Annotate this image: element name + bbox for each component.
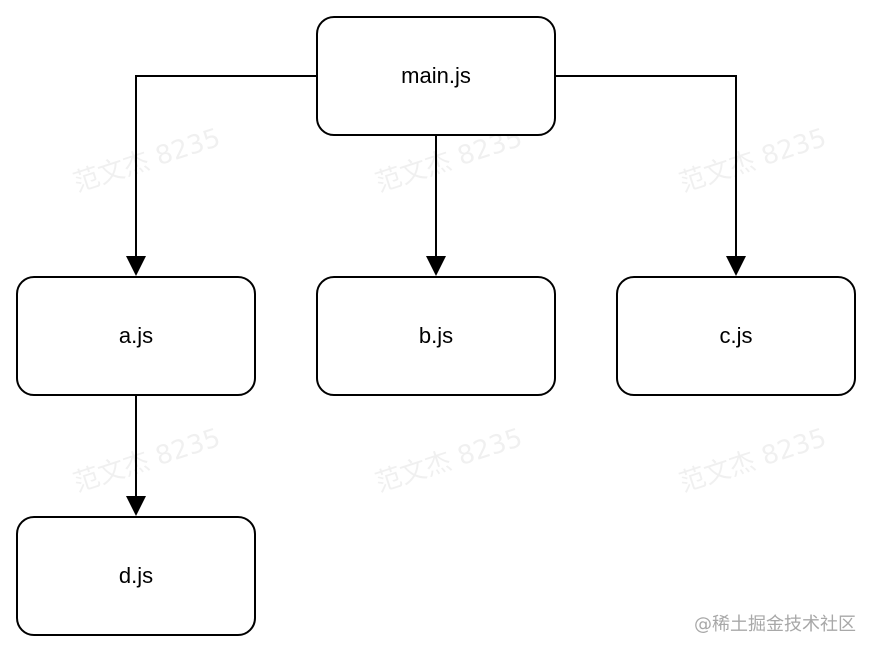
node-b-js: b.js xyxy=(316,276,556,396)
node-label: d.js xyxy=(118,563,154,588)
node-label: c.js xyxy=(719,323,753,348)
node-label: main.js xyxy=(401,63,471,88)
edge-main-to-a xyxy=(126,75,316,276)
node-d-js: d.js xyxy=(16,516,256,636)
node-label: a.js xyxy=(118,323,154,348)
edge-main-to-c xyxy=(556,75,746,276)
node-c-js: c.js xyxy=(616,276,856,396)
node-a-js: a.js xyxy=(16,276,256,396)
node-label: b.js xyxy=(418,323,454,348)
node-main-js: main.js xyxy=(316,16,556,136)
site-watermark: @稀土掘金技术社区 xyxy=(694,614,856,635)
